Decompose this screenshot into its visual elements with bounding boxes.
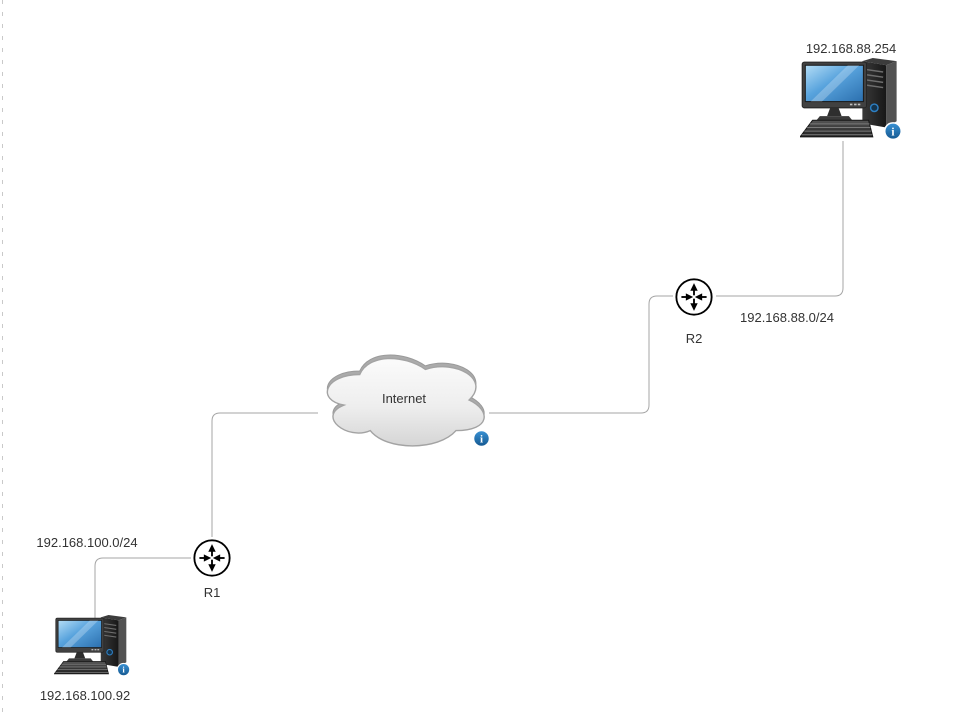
link-r1-to-pc-bottom[interactable] [94, 557, 191, 618]
router-r2-label: R2 [685, 330, 703, 346]
router-r2-node[interactable] [675, 278, 713, 316]
router-r1-label: R1 [203, 584, 221, 600]
link-r1-to-cloud[interactable] [211, 412, 318, 537]
pc-top-node[interactable] [800, 58, 901, 139]
router-r1-node[interactable] [193, 539, 231, 577]
internet-cloud-node[interactable] [326, 354, 491, 448]
cloud-info-badge[interactable] [472, 429, 491, 448]
link-pc-top-to-r2[interactable] [716, 141, 844, 297]
cloud-shape [326, 357, 485, 447]
pc-bottom-node[interactable] [54, 615, 130, 676]
network-88-label: 192.168.88.0/24 [740, 309, 834, 325]
pc-bottom-ip-label: 192.168.100.92 [39, 687, 131, 703]
link-r2-to-cloud[interactable] [489, 295, 673, 414]
pc-top-ip-label: 192.168.88.254 [805, 40, 897, 56]
internet-cloud-label: Internet [381, 390, 427, 406]
network-100-label: 192.168.100.0/24 [36, 534, 138, 550]
